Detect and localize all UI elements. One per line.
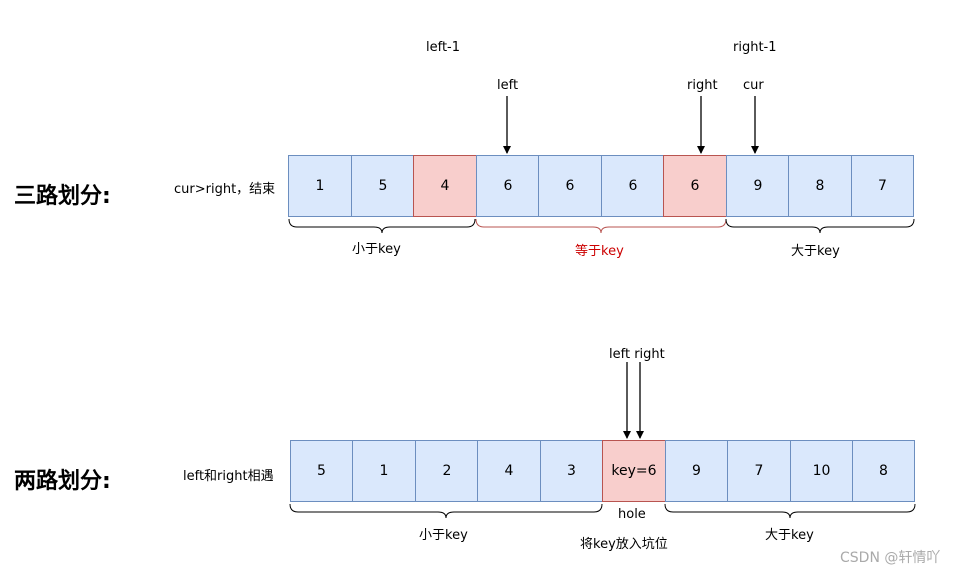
three-way-note: cur>right，结束 (174, 182, 276, 197)
array-cell: 3 (540, 440, 603, 502)
group-less-label: 小于key (419, 528, 468, 543)
array-cell: 10 (790, 440, 853, 502)
label-hole: hole (618, 507, 646, 522)
array-cell-highlight: 6 (663, 155, 727, 217)
array-cell: 4 (477, 440, 541, 502)
greater-brace (725, 218, 915, 234)
group-less-label: 小于key (352, 242, 401, 257)
array-cell: 2 (415, 440, 479, 502)
less-brace-2 (289, 503, 603, 519)
array-cell: 9 (665, 440, 728, 502)
two-way-title: 两路划分: (14, 469, 111, 494)
less-brace (288, 218, 476, 234)
equal-brace (475, 218, 727, 234)
array-cell: 8 (788, 155, 852, 217)
label-left: left (497, 78, 519, 93)
array-cell: 7 (851, 155, 914, 217)
label-left-right: left right (609, 347, 665, 362)
group-greater-label: 大于key (791, 244, 840, 259)
array-cell-highlight: 4 (413, 155, 477, 217)
array-cell: 6 (601, 155, 665, 217)
array-cell: 8 (852, 440, 915, 502)
two-way-note: left和right相遇 (183, 469, 274, 484)
array-cell: 9 (726, 155, 790, 217)
watermark: CSDN @轩情吖 (840, 550, 941, 566)
array-cell: 5 (351, 155, 415, 217)
three-way-title: 三路划分: (14, 184, 111, 209)
greater-brace-2 (664, 503, 916, 519)
group-equal-label: 等于key (575, 244, 624, 259)
array-cell-key: key=6 (602, 440, 666, 502)
label-put-key: 将key放入坑位 (580, 537, 668, 552)
label-right-minus-1: right-1 (733, 40, 777, 55)
label-right: right (687, 78, 718, 93)
label-cur: cur (743, 78, 764, 93)
group-greater-label: 大于key (765, 528, 814, 543)
label-left-minus-1: left-1 (426, 40, 461, 55)
array-cell: 6 (538, 155, 602, 217)
